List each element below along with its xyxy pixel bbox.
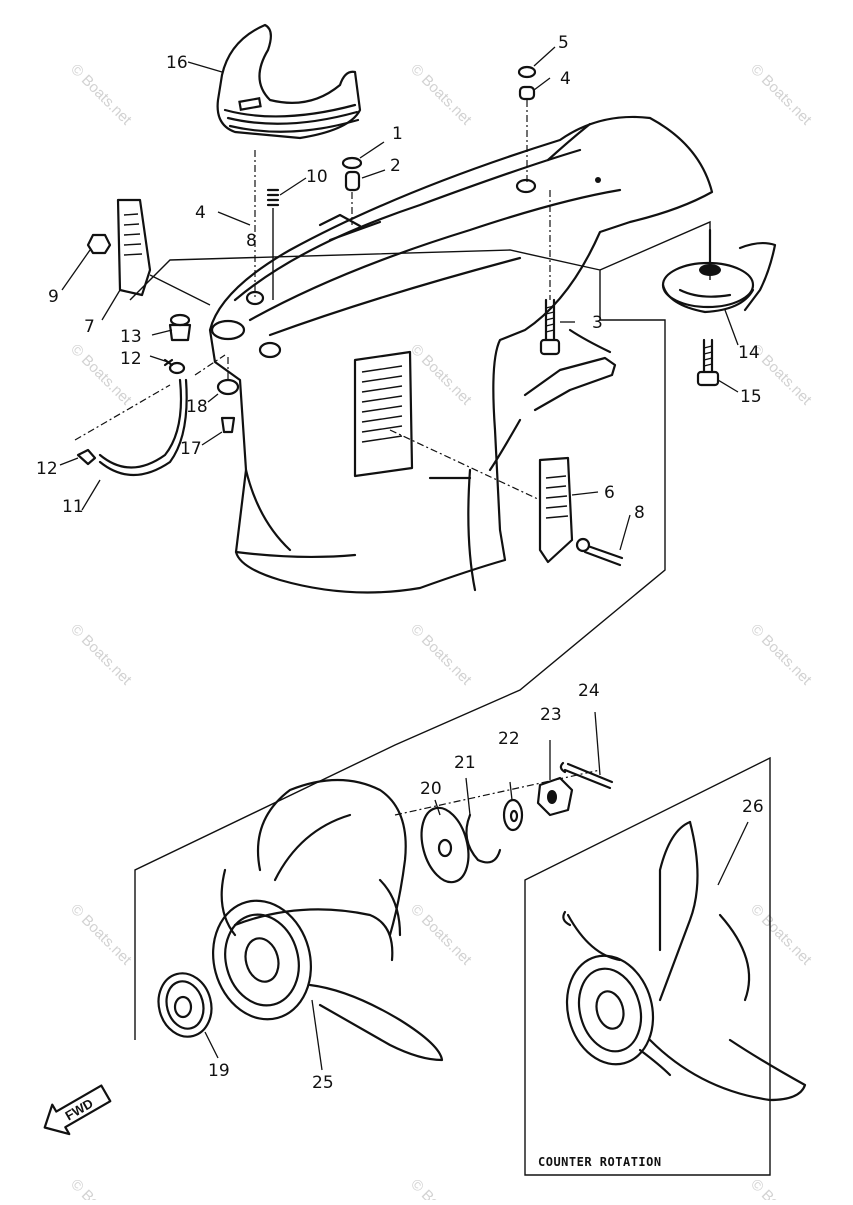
cotter-pin-24 <box>559 761 614 790</box>
fwd-arrow-shape <box>43 1084 112 1136</box>
watermark: © Boats.net <box>407 621 475 689</box>
callout-18: 18 <box>186 397 208 417</box>
spring-10 <box>254 150 280 300</box>
prop-nut-23 <box>536 776 574 817</box>
watermark: © Boats.net <box>747 901 815 969</box>
counter-rotation-inset: COUNTER ROTATION <box>524 756 807 1176</box>
spacer-19 <box>157 972 213 1038</box>
pin-clip-1-2 <box>341 156 363 225</box>
watermark: © Boats.net <box>67 1176 135 1200</box>
callout-17: 17 <box>180 439 202 459</box>
trim-tab-anode <box>661 228 777 314</box>
callout-1: 1 <box>392 124 403 144</box>
callout-8: 8 <box>246 231 257 251</box>
callout-22: 22 <box>498 729 520 749</box>
callout-13: 13 <box>120 327 142 347</box>
callout-7: 7 <box>84 317 95 337</box>
callout-12: 12 <box>36 459 58 479</box>
inset-frame <box>524 756 771 1176</box>
snap-ring-21 <box>465 813 502 864</box>
callout-19: 19 <box>208 1061 230 1081</box>
watermark: © Boats.net <box>747 621 815 689</box>
callout-5: 5 <box>558 33 569 53</box>
callout-24: 24 <box>578 681 600 701</box>
callout-labels: 1 2 3 4 4 5 6 7 8 8 9 10 11 12 12 13 14 … <box>36 33 764 1093</box>
assembly-frame-line <box>599 220 711 280</box>
trim-sender-7 <box>86 198 211 306</box>
leader-lines <box>59 46 749 1071</box>
callout-20: 20 <box>420 779 442 799</box>
inset-caption: COUNTER ROTATION <box>538 1155 662 1169</box>
callout-12: 12 <box>120 349 142 369</box>
watermark: © Boats.net <box>407 1176 475 1200</box>
lower-unit-housing <box>208 115 714 594</box>
callout-25: 25 <box>312 1073 334 1093</box>
thrust-washer-20 <box>420 806 470 884</box>
callout-23: 23 <box>540 705 562 725</box>
callout-4: 4 <box>195 203 206 223</box>
watermark: © Boats.net <box>747 1176 815 1200</box>
callout-21: 21 <box>454 753 476 773</box>
watermark: © Boats.net <box>67 901 135 969</box>
callout-3: 3 <box>592 313 603 333</box>
prop-shaft-axis <box>394 769 601 816</box>
fwd-arrow: FWD <box>43 1084 112 1136</box>
watermark: © Boats.net <box>67 621 135 689</box>
callout-11: 11 <box>62 497 84 517</box>
watermark: © Boats.net <box>407 61 475 129</box>
cover-16 <box>216 23 362 140</box>
trim-tab-mount <box>210 319 246 341</box>
bolt-3 <box>539 190 561 356</box>
watermark: © Boats.net <box>747 61 815 129</box>
grommet-18 <box>216 357 240 434</box>
bolt-15 <box>696 338 720 387</box>
callout-9: 9 <box>48 287 59 307</box>
washer-nut-4-5 <box>517 65 537 185</box>
callout-4: 4 <box>560 69 571 89</box>
callout-10: 10 <box>306 167 328 187</box>
propeller-25 <box>212 778 444 1062</box>
callout-14: 14 <box>738 343 760 363</box>
callout-6: 6 <box>604 483 615 503</box>
callout-2: 2 <box>390 156 401 176</box>
watermark: © Boats.net <box>407 901 475 969</box>
callout-26: 26 <box>742 797 764 817</box>
water-hose-11 <box>74 313 226 477</box>
callout-8: 8 <box>634 503 645 523</box>
washer-22 <box>502 798 524 832</box>
watermark: © Boats.net <box>407 341 475 409</box>
callout-15: 15 <box>740 387 762 407</box>
assembly-frame-line <box>129 249 666 1040</box>
callout-16: 16 <box>166 53 188 73</box>
watermark-layer: © Boats.net © Boats.net © Boats.net © Bo… <box>67 61 815 1205</box>
anode-6 <box>389 429 624 567</box>
watermark: © Boats.net <box>67 61 135 129</box>
